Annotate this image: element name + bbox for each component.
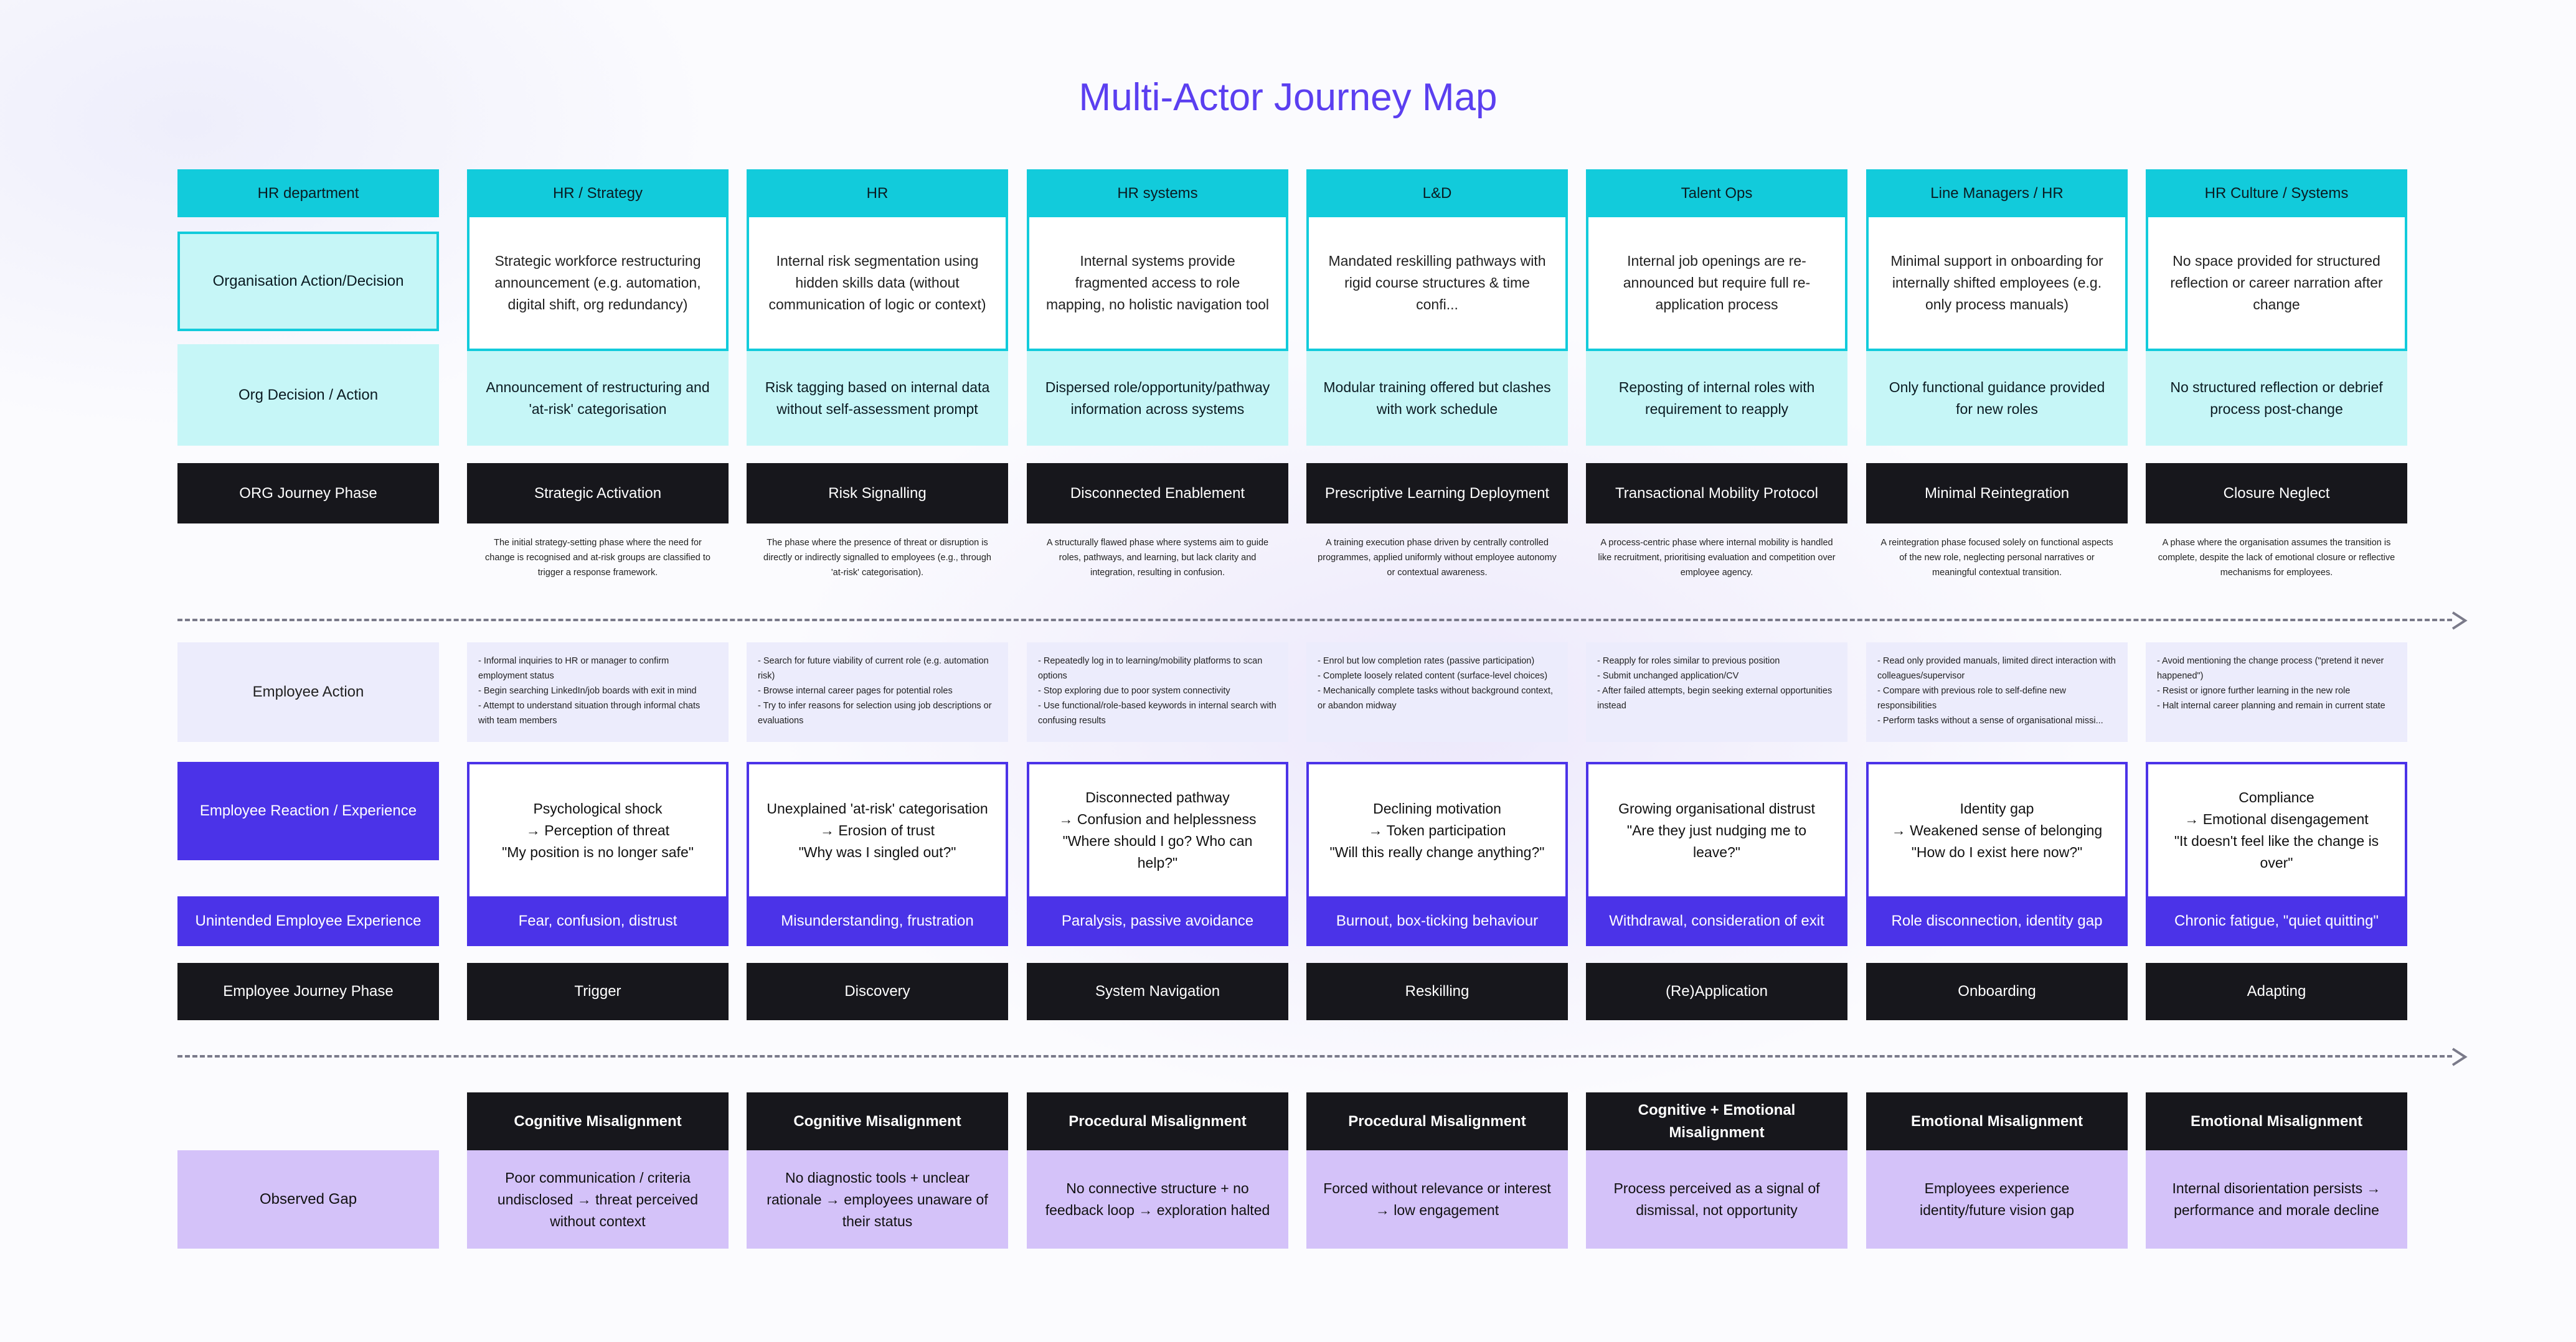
row-label-employee-action: Employee Action [177, 642, 439, 742]
employee-reaction-card: Identity gap → Weakened sense of belongi… [1866, 762, 2128, 896]
actor-header: L&D [1306, 169, 1568, 217]
employee-reaction-card: Growing organisational distrust "Are the… [1586, 762, 1847, 896]
divider-org-employee [177, 619, 2452, 621]
org-phase-label: Minimal Reintegration [1866, 463, 2128, 523]
org-phase-label: Prescriptive Learning Deployment [1306, 463, 1568, 523]
gap-type-label: Cognitive Misalignment [467, 1092, 729, 1150]
org-action-card: Strategic workforce restructuring announ… [467, 217, 729, 351]
actor-header: HR [747, 169, 1008, 217]
org-action-card: Internal systems provide fragmented acce… [1027, 217, 1288, 351]
actor-header: Line Managers / HR [1866, 169, 2128, 217]
employee-phase-label: System Navigation [1027, 963, 1288, 1020]
employee-action-card: - Search for future viability of current… [747, 642, 1008, 742]
employee-phase-label: Reskilling [1306, 963, 1568, 1020]
org-decision-card: Modular training offered but clashes wit… [1306, 351, 1568, 446]
gap-type-label: Cognitive Misalignment [747, 1092, 1008, 1150]
gap-type-label: Emotional Misalignment [2146, 1092, 2407, 1150]
observed-gap-card: Poor communication / criteria undisclose… [467, 1150, 729, 1249]
org-decision-card: Reposting of internal roles with require… [1586, 351, 1847, 446]
observed-gap-card: Employees experience identity/future vis… [1866, 1150, 2128, 1249]
gap-type-label: Cognitive + Emotional Misalignment [1586, 1092, 1847, 1150]
org-phase-description: The phase where the presence of threat o… [763, 538, 991, 578]
row-label-employee-reaction: Employee Reaction / Experience [177, 762, 439, 860]
org-decision-card: Dispersed role/opportunity/pathway infor… [1027, 351, 1288, 446]
actor-header: HR / Strategy [467, 169, 729, 217]
org-phase-description: A phase where the organisation assumes t… [2158, 538, 2395, 578]
unintended-experience-label: Chronic fatigue, "quiet quitting" [2146, 896, 2407, 946]
observed-gap-card: Forced without relevance or interest → l… [1306, 1150, 1568, 1249]
org-phase-label: Strategic Activation [467, 463, 729, 523]
employee-action-card: - Enrol but low completion rates (passiv… [1306, 642, 1568, 742]
org-decision-card: Risk tagging based on internal data with… [747, 351, 1008, 446]
employee-phase-label: (Re)Application [1586, 963, 1847, 1020]
observed-gap-card: Internal disorientation persists → perfo… [2146, 1150, 2407, 1249]
actor-header: Talent Ops [1586, 169, 1847, 217]
employee-action-card: - Avoid mentioning the change process ("… [2146, 642, 2407, 742]
employee-action-card: - Reapply for roles similar to previous … [1586, 642, 1847, 742]
employee-reaction-card: Compliance → Emotional disengagement "It… [2146, 762, 2407, 896]
row-label-org-decision: Org Decision / Action [177, 344, 439, 446]
gap-type-label: Emotional Misalignment [1866, 1092, 2128, 1150]
org-phase-description: A reintegration phase focused solely on … [1880, 538, 2113, 578]
employee-phase-label: Adapting [2146, 963, 2407, 1020]
employee-phase-label: Trigger [467, 963, 729, 1020]
employee-reaction-card: Declining motivation → Token participati… [1306, 762, 1568, 896]
org-phase-label: Transactional Mobility Protocol [1586, 463, 1847, 523]
gap-type-label: Procedural Misalignment [1306, 1092, 1568, 1150]
employee-phase-label: Onboarding [1866, 963, 2128, 1020]
row-label-org-phase: ORG Journey Phase [177, 463, 439, 523]
employee-phase-label: Discovery [747, 963, 1008, 1020]
employee-action-card: - Repeatedly log in to learning/mobility… [1027, 642, 1288, 742]
unintended-experience-label: Paralysis, passive avoidance [1027, 896, 1288, 946]
employee-reaction-card: Psychological shock → Perception of thre… [467, 762, 729, 896]
observed-gap-card: Process perceived as a signal of dismiss… [1586, 1150, 1847, 1249]
org-action-card: Minimal support in onboarding for intern… [1866, 217, 2128, 351]
row-label-hr-department: HR department [177, 169, 439, 217]
org-decision-card: No structured reflection or debrief proc… [2146, 351, 2407, 446]
org-phase-description: A training execution phase driven by cen… [1318, 538, 1557, 578]
gap-type-label: Procedural Misalignment [1027, 1092, 1288, 1150]
employee-action-card: - Informal inquiries to HR or manager to… [467, 642, 729, 742]
observed-gap-card: No diagnostic tools + unclear rationale … [747, 1150, 1008, 1249]
org-phase-label: Disconnected Enablement [1027, 463, 1288, 523]
org-action-card: Internal risk segmentation using hidden … [747, 217, 1008, 351]
org-action-card: No space provided for structured reflect… [2146, 217, 2407, 351]
divider-employee-gap [177, 1055, 2452, 1058]
actor-header: HR Culture / Systems [2146, 169, 2407, 217]
row-label-employee-phase: Employee Journey Phase [177, 963, 439, 1020]
observed-gap-card: No connective structure + no feedback lo… [1027, 1150, 1288, 1249]
unintended-experience-label: Role disconnection, identity gap [1866, 896, 2128, 946]
org-phase-label: Risk Signalling [747, 463, 1008, 523]
org-phase-description: A structurally flawed phase where system… [1046, 538, 1269, 578]
org-decision-card: Only functional guidance provided for ne… [1866, 351, 2128, 446]
actor-header: HR systems [1027, 169, 1288, 217]
org-decision-card: Announcement of restructuring and 'at-ri… [467, 351, 729, 446]
org-phase-description: The initial strategy-setting phase where… [485, 538, 710, 578]
row-label-unintended: Unintended Employee Experience [177, 896, 439, 946]
org-phase-label: Closure Neglect [2146, 463, 2407, 523]
unintended-experience-label: Withdrawal, consideration of exit [1586, 896, 1847, 946]
row-label-observed-gap: Observed Gap [177, 1150, 439, 1249]
unintended-experience-label: Fear, confusion, distrust [467, 896, 729, 946]
unintended-experience-label: Burnout, box-ticking behaviour [1306, 896, 1568, 946]
unintended-experience-label: Misunderstanding, frustration [747, 896, 1008, 946]
org-phase-description: A process-centric phase where internal m… [1598, 538, 1836, 578]
page-title: Multi-Actor Journey Map [1078, 76, 1498, 119]
employee-action-card: - Read only provided manuals, limited di… [1866, 642, 2128, 742]
arrow-head-icon [2450, 610, 2469, 631]
arrow-head-icon [2450, 1046, 2469, 1068]
row-label-org-action: Organisation Action/Decision [177, 232, 439, 331]
org-action-card: Mandated reskilling pathways with rigid … [1306, 217, 1568, 351]
employee-reaction-card: Unexplained 'at-risk' categorisation → E… [747, 762, 1008, 896]
org-action-card: Internal job openings are re-announced b… [1586, 217, 1847, 351]
employee-reaction-card: Disconnected pathway → Confusion and hel… [1027, 762, 1288, 896]
